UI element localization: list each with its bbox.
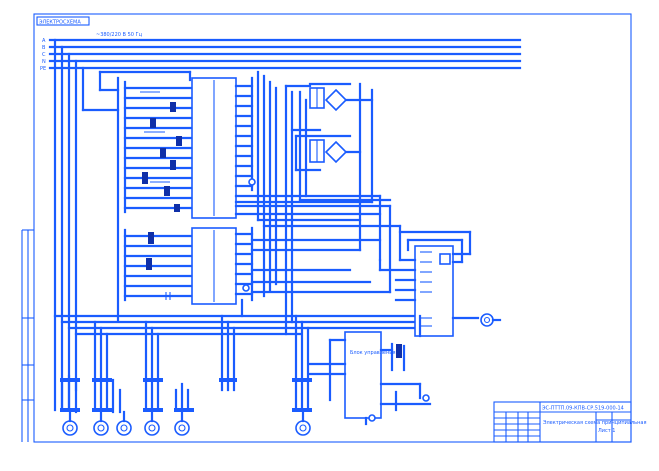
upper-control-rows — [123, 80, 194, 214]
terminal-strip-upper — [188, 70, 392, 222]
mains-label: ~380/220 В 50 Гц — [96, 32, 143, 38]
left-trunks — [53, 38, 192, 412]
title-block-description: Электрическая схема принципиальная — [543, 420, 646, 426]
title-block: ЭС-ПТТП.09-КПВ-СР.519-000-14 Электрическ… — [493, 401, 646, 443]
motor-m1 — [62, 420, 78, 436]
motor-m3 — [116, 420, 132, 436]
motor-m6 — [295, 420, 311, 436]
outer-frame — [33, 13, 632, 443]
motor-m4 — [144, 420, 160, 436]
bus-label-n: N — [42, 59, 46, 65]
control-unit-label: Блок управления — [350, 350, 396, 356]
title-block-sheet: Лист 1 — [598, 428, 615, 434]
lower-control-rows — [123, 228, 194, 302]
lower-buses — [53, 314, 422, 336]
motors — [62, 410, 311, 436]
bus-label-b: B — [42, 45, 46, 51]
supply-buses: A B C N PE — [40, 38, 522, 72]
stamp-text: ЭЛЕКТРОСХЕМА — [39, 20, 81, 26]
transformer-lower — [294, 134, 362, 172]
terminal-strip-lower — [191, 226, 254, 318]
motor-m5 — [174, 420, 190, 436]
title-block-code: ЭС-ПТТП.09-КПВ-СР.519-000-14 — [542, 406, 624, 412]
bus-label-pe: PE — [40, 66, 46, 72]
top-stamp: ЭЛЕКТРОСХЕМА — [36, 16, 90, 26]
control-unit: Блок управления — [308, 331, 432, 426]
bus-label-a: A — [42, 38, 46, 44]
motor-m2 — [93, 420, 109, 436]
motor-branches — [60, 314, 312, 414]
interconnect-wiring — [234, 74, 402, 336]
main-controller — [378, 230, 502, 338]
bus-label-c: C — [42, 52, 46, 58]
transformer-upper — [308, 82, 374, 112]
